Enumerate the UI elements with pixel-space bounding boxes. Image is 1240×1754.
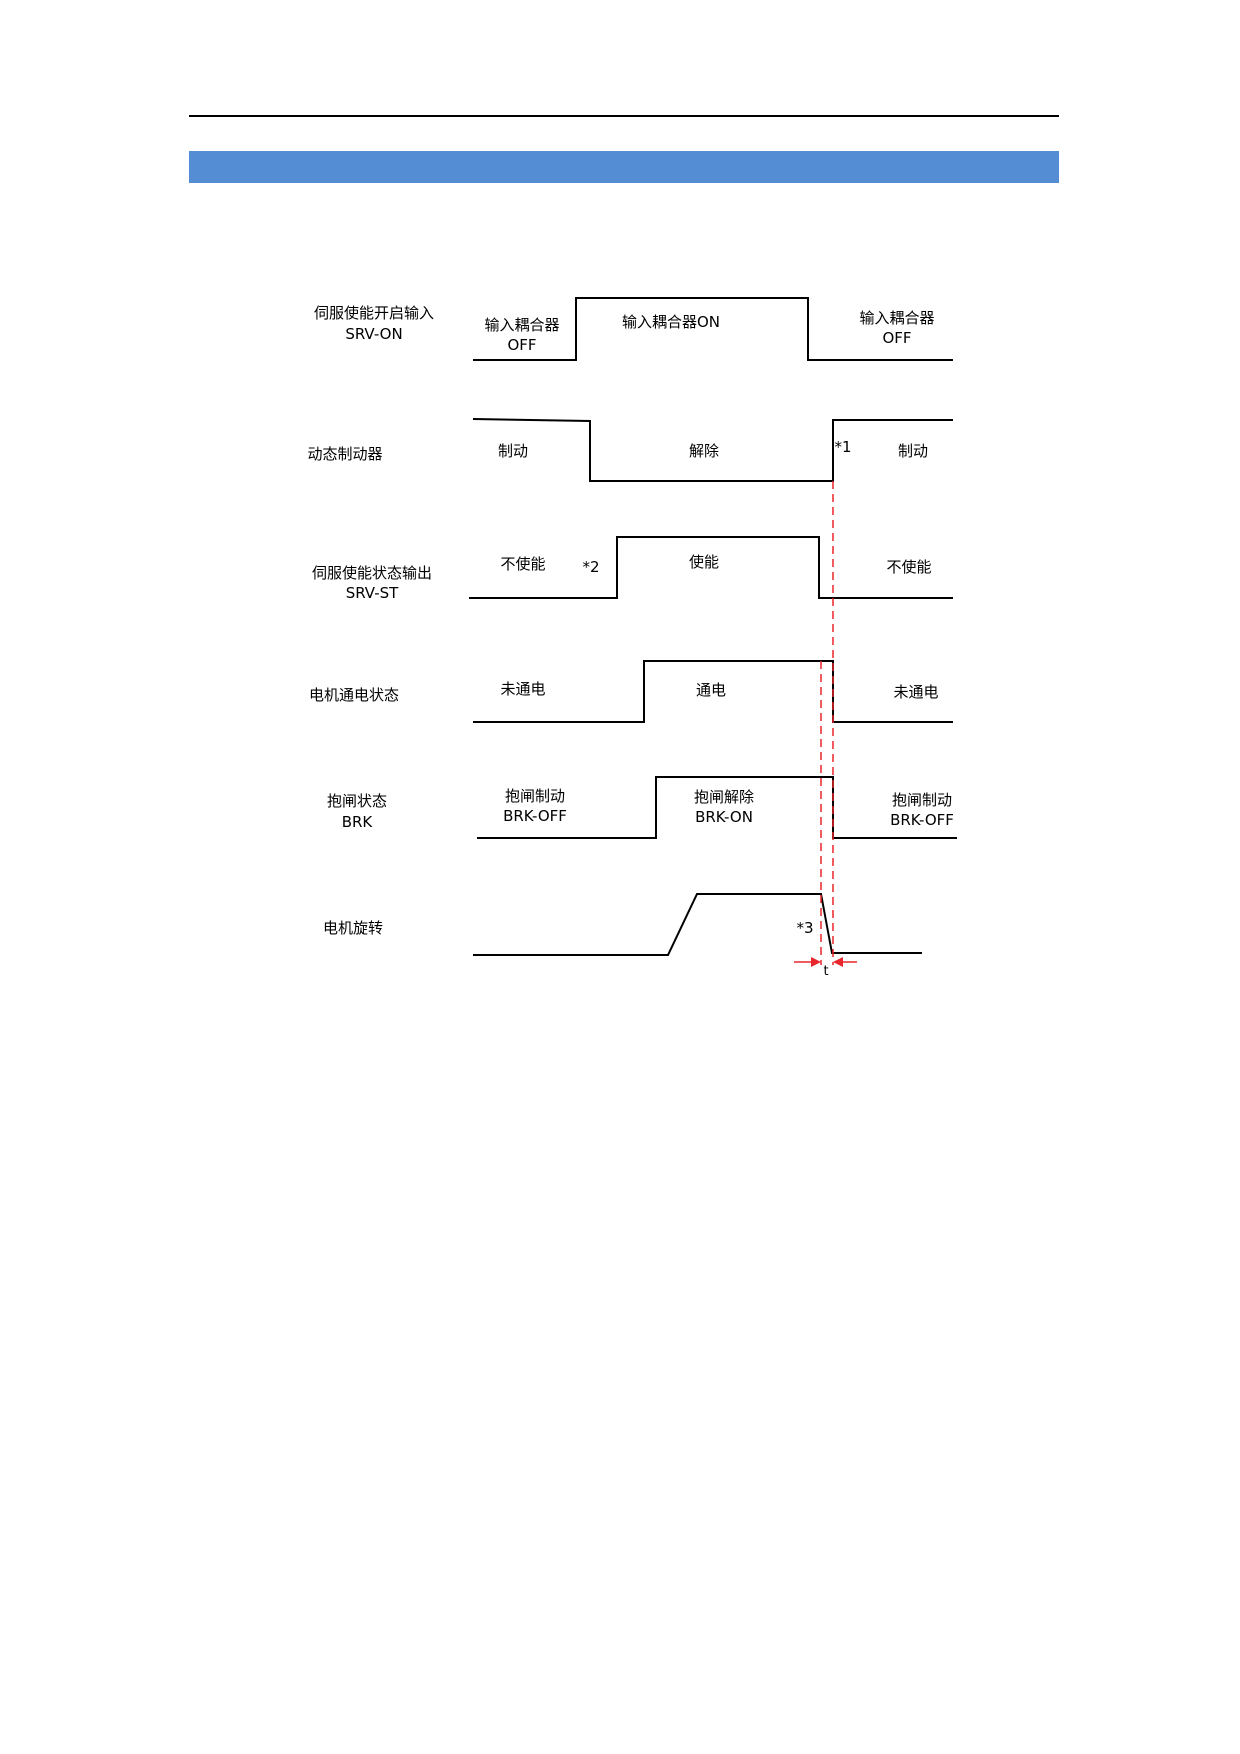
signal-brake: 抱闸状态 BRK 抱闸制动 BRK-OFF 抱闸解除 BRK-ON 抱闸制动 B… <box>327 776 957 839</box>
signal-name: 动态制动器 <box>307 445 382 463</box>
signal-sub: SRV-ST <box>346 584 399 602</box>
arrowhead-icon <box>833 957 843 967</box>
state-label: 不使能 <box>500 555 545 573</box>
note-label: *2 <box>582 558 599 576</box>
arrowhead-icon <box>811 957 821 967</box>
signal-srv-st: 伺服使能状态输出 SRV-ST 不使能 *2 使能 不使能 <box>312 536 953 602</box>
state-label: 抱闸解除 <box>694 788 754 806</box>
state-label: 通电 <box>696 681 726 699</box>
waveform <box>472 418 953 482</box>
signal-name: 伺服使能开启输入 <box>314 304 434 322</box>
state-label: 输入耦合器 <box>484 316 559 334</box>
state-label: 使能 <box>689 553 719 571</box>
waveform <box>473 660 953 723</box>
signal-sub: BRK <box>342 813 374 831</box>
state-label: OFF <box>507 336 536 354</box>
note-label: *1 <box>834 438 851 456</box>
state-label: 抱闸制动 <box>505 787 565 805</box>
state-label: 解除 <box>689 442 719 460</box>
signal-name: 电机旋转 <box>323 919 383 937</box>
header-rule <box>189 115 1059 117</box>
note-label: *3 <box>796 919 813 937</box>
state-label: 输入耦合器 <box>859 309 934 327</box>
state-label: 抱闸制动 <box>892 791 952 809</box>
state-label: 制动 <box>898 442 928 460</box>
section-header-band <box>189 151 1059 183</box>
signal-srv-on: 伺服使能开启输入 SRV-ON 输入耦合器 OFF 输入耦合器ON 输入耦合器 … <box>314 297 953 361</box>
signal-name: 抱闸状态 <box>327 792 387 810</box>
signal-motor-power: 电机通电状态 未通电 通电 未通电 <box>309 660 953 723</box>
waveform <box>473 297 953 361</box>
state-label: BRK-OFF <box>503 807 567 825</box>
interval-arrows: t <box>794 957 857 979</box>
state-label: 未通电 <box>893 683 938 701</box>
state-label: BRK-OFF <box>890 811 954 829</box>
state-label: 不使能 <box>886 558 931 576</box>
signal-motor-rotation: 电机旋转 *3 <box>323 893 922 956</box>
signal-name: 电机通电状态 <box>309 686 399 704</box>
signal-sub: SRV-ON <box>345 325 402 343</box>
signal-name: 伺服使能状态输出 <box>312 564 432 582</box>
waveform <box>473 893 922 956</box>
state-label: 制动 <box>498 442 528 460</box>
waveform <box>477 776 957 839</box>
interval-label: t <box>823 964 828 979</box>
state-label: 输入耦合器ON <box>622 313 720 331</box>
state-label: OFF <box>882 329 911 347</box>
state-label: 未通电 <box>500 680 545 698</box>
waveform <box>469 536 953 599</box>
signal-dynamic-brake: 动态制动器 制动 解除 *1 制动 <box>307 418 953 482</box>
state-label: BRK-ON <box>695 808 753 826</box>
